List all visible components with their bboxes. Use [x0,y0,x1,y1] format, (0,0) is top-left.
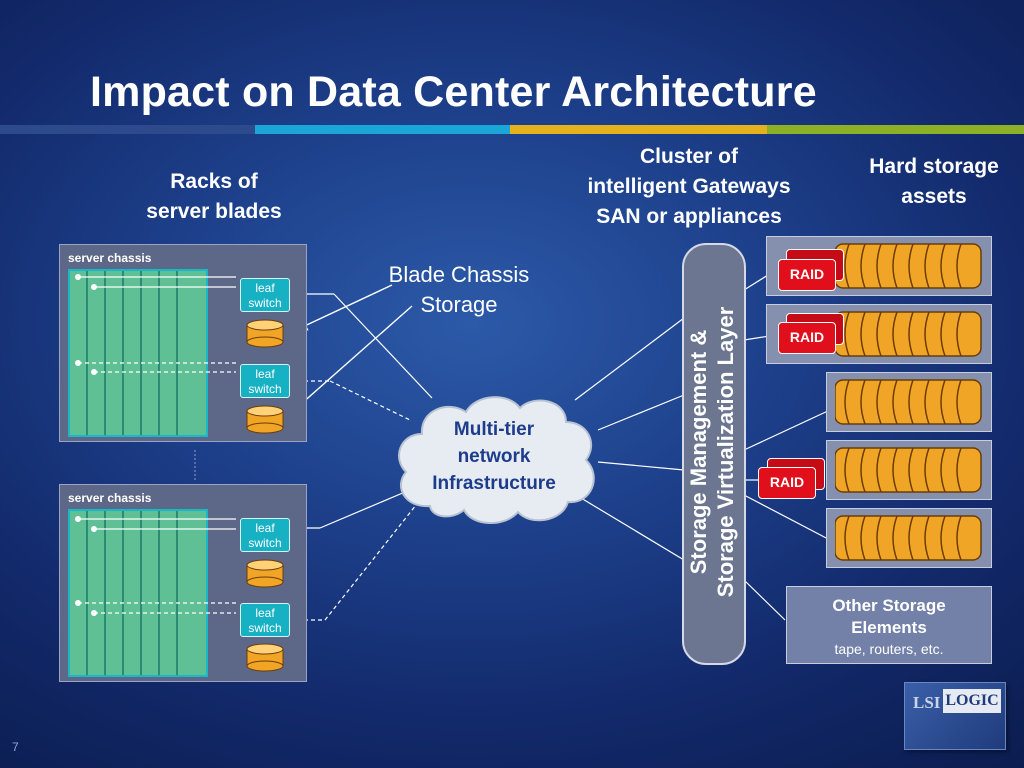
bar-segment-dark [0,125,255,134]
gateways-heading-line3: SAN or appliances [596,205,782,228]
server-chassis-1: server chassis leaf switch leaf switch [59,244,307,442]
disk-cylinder-icon [246,559,284,588]
disk-array-icon [835,243,982,289]
blade-storage-label: Blade Chassis Storage [372,260,546,320]
blade-storage-label-line2: Storage [420,292,498,317]
leaf-switch: leaf switch [240,518,290,552]
disk-array-icon [835,515,982,561]
leaf-switch: leaf switch [240,364,290,398]
leaf-switch-line1: leaf [255,367,275,381]
bar-segment-green [767,125,1024,134]
leaf-switch: leaf switch [240,278,290,312]
network-label: Multi-tier network Infrastructure [400,416,588,497]
raid-badge: RAID [778,259,836,291]
virtualization-label-line1: Storage Management & [686,329,711,575]
raid-badge: RAID [758,467,816,499]
racks-heading-line2: server blades [146,200,282,223]
raid-badge: RAID [778,322,836,354]
server-chassis-label: server chassis [68,491,152,505]
virtualization-label-line2: Storage Virtualization Layer [713,306,738,598]
server-blades-rack [68,269,208,437]
bar-segment-cyan [255,125,510,134]
disk-array-icon [835,379,982,425]
disk-cylinder-icon [246,405,284,434]
hard-storage-heading: Hard storage assets [846,152,1022,212]
logo-text-right: LOGIC [943,689,1001,713]
disk-cylinder-icon [246,319,284,348]
gateways-heading: Cluster of intelligent Gateways SAN or a… [550,142,828,232]
virtualization-label: Storage Management & Storage Virtualizat… [685,242,739,662]
leaf-switch-line2: switch [248,621,282,635]
network-label-line1: Multi-tier [453,419,535,440]
racks-heading: Racks of server blades [124,167,304,227]
disk-cylinder-icon [246,643,284,672]
disk-array-icon [835,311,982,357]
server-chassis-2: server chassis leaf switch leaf switch [59,484,307,682]
storage-virtualization-layer [682,243,746,665]
other-storage-title-line2: Elements [851,618,927,637]
leaf-switch-line1: leaf [255,606,275,620]
leaf-switch-line2: switch [248,536,282,550]
server-chassis-label: server chassis [68,251,152,265]
hard-storage-heading-line2: assets [901,185,967,208]
blade-connections [75,274,236,375]
network-label-line2: network [457,446,531,467]
cloud-icon [398,396,595,525]
bar-segment-gold [510,125,767,134]
gateways-heading-line2: intelligent Gateways [587,175,791,198]
leaf-switch-line1: leaf [255,281,275,295]
other-storage-title-line1: Other Storage [832,596,946,615]
slide-title: Impact on Data Center Architecture [90,68,817,116]
leaf-switch-line1: leaf [255,521,275,535]
logo-text-left: LSI [913,693,941,712]
leaf-switch: leaf switch [240,603,290,637]
network-label-line3: Infrastructure [432,473,556,494]
blade-storage-label-line1: Blade Chassis [388,262,530,287]
title-divider-bar [0,125,1024,134]
lsi-logic-logo: LSI LOGIC [904,682,1006,750]
leaf-switch-line2: switch [248,382,282,396]
page-number: 7 [12,740,19,754]
racks-heading-line1: Racks of [170,170,258,193]
server-blades-rack [68,509,208,677]
other-storage-subtitle: tape, routers, etc. [834,641,944,657]
hard-storage-heading-line1: Hard storage [869,155,999,178]
gateways-heading-line1: Cluster of [639,145,738,168]
leaf-switch-line2: switch [248,296,282,310]
blade-connections [75,516,236,616]
other-storage-box: Other Storage Elements tape, routers, et… [786,586,992,664]
disk-array-icon [835,447,982,493]
